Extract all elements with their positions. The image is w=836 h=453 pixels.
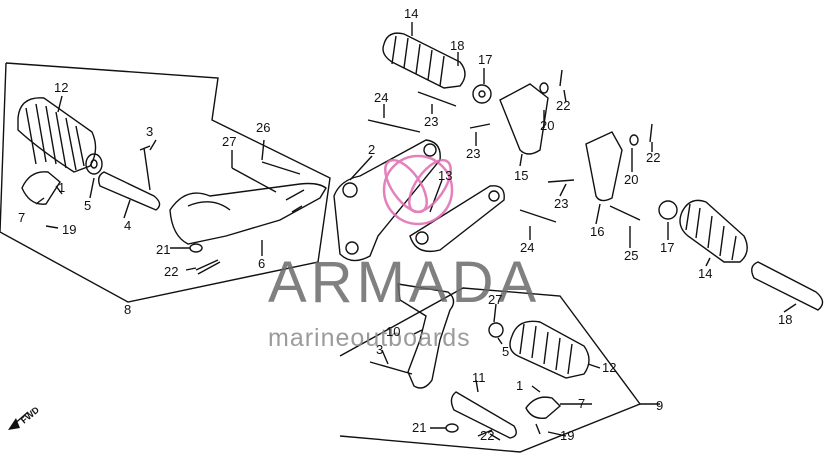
part-label: 5 bbox=[502, 344, 509, 359]
bolt-24 bbox=[367, 119, 421, 133]
clip-left bbox=[21, 171, 61, 205]
part-label: 18 bbox=[778, 312, 792, 327]
part-label: 22 bbox=[646, 150, 660, 165]
part-label: 19 bbox=[62, 222, 76, 237]
watermark-brand: ARMADA bbox=[268, 250, 540, 315]
washer-17-top bbox=[472, 84, 492, 104]
clip-lower bbox=[525, 396, 562, 419]
part-label: 22 bbox=[164, 264, 178, 279]
footpeg-rubber-lower bbox=[509, 320, 590, 379]
assembly-box-8 bbox=[0, 62, 331, 303]
footpeg-rubber-right bbox=[679, 199, 748, 263]
part-label: 19 bbox=[560, 428, 574, 443]
part-label: 24 bbox=[374, 90, 388, 105]
part-label: 2 bbox=[368, 142, 375, 157]
bracket-16 bbox=[585, 131, 623, 202]
part-label: 15 bbox=[514, 168, 528, 183]
part-label: 14 bbox=[698, 266, 712, 281]
part-label: 20 bbox=[540, 118, 554, 133]
bolt-23 bbox=[417, 91, 457, 107]
step-bracket-left bbox=[169, 182, 327, 245]
bolt-25 bbox=[609, 205, 641, 221]
part-label: 10 bbox=[386, 324, 400, 339]
part-label: 23 bbox=[466, 146, 480, 161]
part-label: 3 bbox=[376, 342, 383, 357]
bolt-26 bbox=[261, 161, 301, 175]
washer-left bbox=[85, 153, 103, 175]
part-label: 12 bbox=[602, 360, 616, 375]
part-label: 3 bbox=[146, 124, 153, 139]
bolt-3-left bbox=[139, 145, 151, 191]
part-label: 22 bbox=[480, 428, 494, 443]
part-label: 18 bbox=[450, 38, 464, 53]
bracket-15 bbox=[499, 83, 549, 155]
fwd-arrow-icon bbox=[8, 418, 20, 430]
pin-18-right bbox=[751, 261, 824, 311]
part-label: 23 bbox=[554, 196, 568, 211]
assembly-box-9 bbox=[339, 287, 642, 453]
part-label: 25 bbox=[624, 248, 638, 263]
part-label: 4 bbox=[124, 218, 131, 233]
part-label: 17 bbox=[660, 240, 674, 255]
fwd-label: FWD bbox=[19, 404, 42, 425]
part-label: 20 bbox=[624, 172, 638, 187]
part-label: 23 bbox=[424, 114, 438, 129]
pin-11 bbox=[450, 391, 517, 439]
part-label: 11 bbox=[472, 370, 486, 385]
part-label: 8 bbox=[124, 302, 131, 317]
washer-21-left bbox=[189, 243, 203, 253]
part-label: 16 bbox=[590, 224, 604, 239]
part-label: 6 bbox=[258, 256, 265, 271]
part-label: 5 bbox=[84, 198, 91, 213]
part-label: 21 bbox=[156, 242, 170, 257]
part-label: 26 bbox=[256, 120, 270, 135]
part-label: 12 bbox=[54, 80, 68, 95]
part-labels: 12 3 27 26 1 7 5 4 19 21 22 6 8 2 13 24 … bbox=[18, 6, 792, 443]
part-label: 22 bbox=[556, 98, 570, 113]
part-label: 1 bbox=[516, 378, 523, 393]
watermark-tagline: marineoutboards bbox=[268, 324, 471, 352]
pin-left bbox=[97, 171, 161, 211]
part-label: 13 bbox=[438, 168, 452, 183]
part-label: 27 bbox=[488, 292, 502, 307]
watermark-logo bbox=[382, 154, 454, 226]
cotter-pin-left bbox=[195, 259, 221, 275]
bracket-13 bbox=[409, 185, 505, 253]
bolt-27 bbox=[231, 167, 277, 193]
part-label: 21 bbox=[412, 420, 426, 435]
part-label: 1 bbox=[58, 180, 65, 195]
part-label: 17 bbox=[478, 52, 492, 67]
part-label: 14 bbox=[404, 6, 418, 21]
part-label: 7 bbox=[578, 396, 585, 411]
main-bracket bbox=[333, 139, 441, 262]
footpeg-rubber-left bbox=[17, 97, 97, 173]
part-label: 7 bbox=[18, 210, 25, 225]
step-arm-lower bbox=[397, 283, 455, 389]
part-label: 24 bbox=[520, 240, 534, 255]
footpeg-rubber-top bbox=[382, 32, 466, 89]
part-label: 9 bbox=[656, 398, 663, 413]
washer-17-right bbox=[658, 200, 678, 220]
part-label: 27 bbox=[222, 134, 236, 149]
